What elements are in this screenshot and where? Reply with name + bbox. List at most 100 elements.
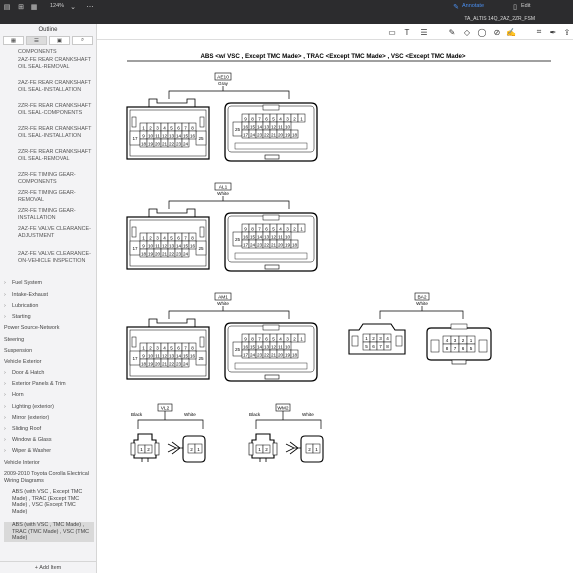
pin-label: 2 bbox=[293, 226, 296, 231]
outline-item[interactable]: ›Mirror (exterior) bbox=[4, 415, 92, 422]
search-tab-icon[interactable]: ⌕ bbox=[72, 36, 93, 45]
pen-icon[interactable]: ✒ bbox=[549, 27, 557, 37]
outline-item[interactable]: ›Wiper & Washer bbox=[4, 448, 92, 455]
outline-item[interactable]: 2ZR-FE TIMING GEAR-COMPONENTS bbox=[18, 172, 92, 185]
pin-label: 2 bbox=[293, 336, 296, 341]
pin-label: 12 bbox=[162, 243, 168, 248]
outline-item[interactable]: Vehicle Exterior bbox=[4, 359, 92, 366]
outline-item[interactable]: 2ZR-FE TIMING GEAR-INSTALLATION bbox=[18, 208, 92, 221]
pin-label: 15 bbox=[183, 243, 189, 248]
pin-label: 5 bbox=[170, 235, 173, 240]
edit-button[interactable]: Edit bbox=[521, 3, 531, 9]
outline-item[interactable]: ›Window & Glass bbox=[4, 437, 92, 444]
outline-item[interactable]: Suspension bbox=[4, 348, 92, 355]
chevron-right-icon[interactable]: › bbox=[4, 370, 6, 376]
more-icon[interactable]: ⋯ bbox=[86, 4, 94, 11]
shape-icon[interactable]: ◯ bbox=[477, 27, 487, 37]
outline-item[interactable]: 2ZR-FE REAR CRANKSHAFT OIL SEAL-COMPONEN… bbox=[18, 103, 92, 116]
connector-color: Gray bbox=[218, 81, 229, 86]
outline-item[interactable]: 2ZR-FE REAR CRANKSHAFT OIL SEAL-REMOVAL bbox=[18, 149, 92, 162]
pin-label: 8 bbox=[251, 336, 254, 341]
chevron-right-icon[interactable]: › bbox=[4, 303, 6, 309]
signature-icon[interactable]: ✍ bbox=[506, 27, 516, 37]
pin-label: 3 bbox=[156, 125, 159, 130]
connector-key bbox=[131, 116, 137, 128]
connector-latch bbox=[148, 318, 196, 327]
pin-label: 11 bbox=[155, 133, 160, 138]
edit-icon[interactable]: ▯ bbox=[513, 4, 517, 11]
outline-item[interactable]: ›Fuel System bbox=[4, 280, 92, 287]
outline-item[interactable]: ›Lighting (exterior) bbox=[4, 404, 92, 411]
outline-item[interactable]: 2AZ-FE VALVE CLEARANCE- ON-VEHICLE INSPE… bbox=[18, 251, 92, 264]
text-icon[interactable]: T bbox=[404, 27, 410, 37]
bookmarks-tab-icon[interactable]: ▣ bbox=[49, 36, 70, 45]
outline-item[interactable]: Steering bbox=[4, 337, 92, 344]
chevron-right-icon[interactable]: › bbox=[4, 292, 6, 298]
pin-cell bbox=[188, 240, 197, 250]
outline-item[interactable]: ABS (with VSC , TMC Made) , TRAC (TMC Ma… bbox=[4, 522, 94, 542]
outline-item[interactable]: 2ZR-FE TIMING GEAR-REMOVAL bbox=[18, 190, 92, 203]
pin-label: 8 bbox=[191, 235, 194, 240]
connector-latch bbox=[148, 208, 196, 217]
connector-id: AL1 bbox=[219, 185, 228, 191]
outline-item[interactable]: 2AZ-FE REAR CRANKSHAFT OIL SEAL-REMOVAL bbox=[18, 57, 92, 70]
connector-key bbox=[430, 339, 440, 353]
outline-item[interactable]: ›Starting bbox=[4, 314, 92, 321]
crop-icon[interactable]: ⌗ bbox=[536, 27, 542, 36]
chevron-right-icon[interactable]: › bbox=[4, 404, 6, 410]
chevron-right-icon[interactable]: › bbox=[4, 437, 6, 443]
grid-view-icon[interactable]: ⊞ bbox=[18, 4, 24, 11]
outline-item[interactable]: 2ZR-FE REAR CRANKSHAFT OIL SEAL-INSTALLA… bbox=[18, 126, 92, 139]
zoom-level[interactable]: 124% bbox=[50, 3, 65, 9]
outline-item[interactable]: 2AZ-FE REAR CRANKSHAFT OIL SEAL-INSTALLA… bbox=[18, 80, 92, 93]
outline-item[interactable]: 2009-2010 Toyota Corolla Electrical Wiri… bbox=[4, 471, 92, 484]
outline-item[interactable]: 2AZ-FE VALVE CLEARANCE-ADJUSTMENT bbox=[18, 226, 92, 239]
chevron-down-icon[interactable]: ⌄ bbox=[70, 4, 76, 11]
annotate-button[interactable]: Annotate bbox=[462, 3, 485, 9]
pin-label: 11 bbox=[278, 234, 283, 239]
pin-label: 17 bbox=[132, 136, 138, 141]
pin-label: 16 bbox=[243, 344, 249, 349]
pin-label: 2 bbox=[462, 338, 465, 343]
outline-item[interactable]: ›Sliding Roof bbox=[4, 426, 92, 433]
outline-item[interactable]: ›Lubrication bbox=[4, 303, 92, 310]
outline-tab-icon[interactable]: ☰ bbox=[26, 36, 47, 45]
chevron-right-icon[interactable]: › bbox=[4, 280, 6, 286]
pin-label: 22 bbox=[169, 251, 175, 256]
chevron-right-icon[interactable]: › bbox=[4, 392, 6, 398]
pin-label: 3 bbox=[286, 336, 289, 341]
page-view-icon[interactable]: ▦ bbox=[30, 4, 38, 11]
pin-label: 24 bbox=[250, 242, 256, 247]
outline-item[interactable]: Power Source-Network bbox=[4, 325, 92, 332]
lasso-icon[interactable]: ⊘ bbox=[493, 27, 501, 37]
outline-item[interactable]: ›Intake-Exhaust bbox=[4, 292, 92, 299]
pin-cell bbox=[297, 113, 306, 123]
connector-rib bbox=[234, 142, 308, 150]
pin-label: 13 bbox=[169, 243, 175, 248]
outline-item[interactable]: ABS (with VSC , Except TMC Made) , TRAC … bbox=[12, 489, 90, 515]
chevron-right-icon[interactable]: › bbox=[4, 448, 6, 454]
add-item-button[interactable]: + Add Item bbox=[0, 561, 96, 573]
pin-label: 25 bbox=[235, 127, 241, 132]
connector-key bbox=[131, 336, 137, 348]
chevron-right-icon[interactable]: › bbox=[4, 415, 6, 421]
markup-icon[interactable]: ☰ bbox=[420, 27, 428, 37]
outline-item[interactable]: ›Exterior Panels & Trim bbox=[4, 381, 92, 388]
chevron-right-icon[interactable]: › bbox=[4, 426, 6, 432]
sidebar-toggle-icon[interactable]: ▤ bbox=[3, 4, 11, 11]
pencil-icon[interactable]: ✎ bbox=[448, 27, 456, 37]
share-icon[interactable]: ⇪ bbox=[563, 27, 571, 37]
outline-item[interactable]: ›Horn bbox=[4, 392, 92, 399]
outline-item[interactable]: ›Door & Hatch bbox=[4, 370, 92, 377]
eraser-icon[interactable]: ◇ bbox=[463, 27, 471, 37]
chevron-right-icon[interactable]: › bbox=[4, 314, 6, 320]
pin-label: 5 bbox=[470, 346, 473, 351]
text-box-icon[interactable]: ▭ bbox=[388, 27, 396, 37]
outline-item[interactable]: Vehicle Interior bbox=[4, 460, 92, 467]
connector-color: White bbox=[217, 301, 229, 306]
annotate-icon[interactable]: ✎ bbox=[453, 4, 459, 11]
chevron-right-icon[interactable]: › bbox=[4, 381, 6, 387]
thumbnails-tab-icon[interactable]: ▦ bbox=[3, 36, 24, 45]
outline-item[interactable]: COMPONENTS bbox=[18, 49, 92, 56]
